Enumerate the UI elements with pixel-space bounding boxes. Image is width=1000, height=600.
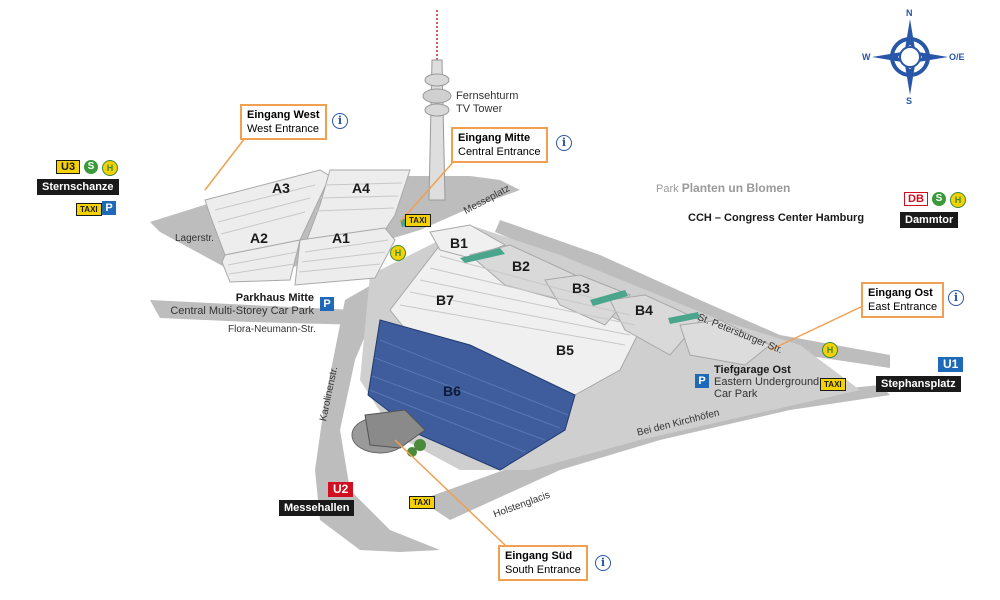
- petersburger-road: [495, 220, 890, 368]
- compass-south-label: S: [906, 96, 913, 106]
- hall-b3-label[interactable]: B3: [572, 280, 590, 296]
- compass-west-label: W: [862, 52, 871, 62]
- park-label: Park Planten un Blomen: [656, 181, 790, 195]
- entrance-sued-en: South Entrance: [505, 564, 581, 576]
- hall-a2-shape: [221, 239, 301, 283]
- hall-b5-label[interactable]: B5: [556, 342, 574, 358]
- cch-label: CCH – Congress Center Hamburg: [688, 212, 865, 224]
- parkhaus-mitte-p-icon[interactable]: P: [320, 297, 334, 311]
- entrance-ost[interactable]: Eingang Ost East Entrance: [861, 282, 945, 318]
- ost-h-badge: H: [822, 342, 838, 358]
- entrance-mitte-info-icon[interactable]: i: [556, 135, 572, 151]
- dammtor-s-badge: S: [932, 192, 946, 206]
- hall-b2-label[interactable]: B2: [512, 258, 530, 274]
- entrance-west[interactable]: Eingang West West Entrance: [240, 104, 327, 140]
- flora-neumann-road: [150, 300, 365, 325]
- entrance-west-en: West Entrance: [247, 123, 319, 135]
- tiefgarage-ost-en-2: Car Park: [714, 388, 758, 400]
- entrance-ost-de: Eingang Ost: [868, 287, 933, 299]
- a-halls-group: [204, 169, 411, 286]
- hall-b6-label[interactable]: B6: [443, 383, 461, 399]
- station-sternschanze[interactable]: Sternschanze: [37, 179, 119, 195]
- parkhaus-mitte-de: Parkhaus Mitte: [235, 292, 314, 304]
- compass-east-label: O/E: [949, 52, 965, 62]
- hall-b7-label[interactable]: B7: [436, 292, 454, 308]
- b6-roof-lines: [369, 339, 569, 453]
- sternschanze-taxi-badge: TAXI: [76, 203, 102, 216]
- hall-b1-label[interactable]: B1: [450, 235, 468, 251]
- street-flora-neumann: Flora-Neumann-Str.: [228, 324, 316, 335]
- entrance-ost-info-icon[interactable]: i: [948, 290, 964, 306]
- station-messehallen[interactable]: Messehallen: [279, 500, 355, 516]
- parkhaus-mitte-en: Central Multi-Storey Car Park: [170, 305, 314, 317]
- b7-roof-lines: [399, 255, 636, 346]
- sternschanze-p-icon[interactable]: P: [102, 201, 116, 215]
- a-halls-roof-lines: [214, 182, 403, 275]
- db-badge: DB: [904, 192, 928, 206]
- east-annex-shape: [679, 319, 771, 366]
- station-stephansplatz[interactable]: Stephansplatz: [876, 376, 961, 392]
- hall-a3-label[interactable]: A3: [272, 180, 290, 196]
- park-prefix: Park: [656, 183, 679, 195]
- parkhaus-mitte-label: Parkhaus Mitte Central Multi-Storey Car …: [170, 292, 314, 318]
- hall-a4-label[interactable]: A4: [352, 180, 370, 196]
- ost-taxi-badge: TAXI: [820, 378, 846, 391]
- south-entrance-building: [351, 409, 426, 457]
- street-lagerstr: Lagerstr.: [175, 233, 214, 244]
- entrance-leader-lines: [204, 137, 866, 546]
- entrance-west-info-icon[interactable]: i: [332, 113, 348, 129]
- u3-badge: U3: [56, 160, 81, 174]
- u2-badge: U2: [328, 482, 354, 497]
- holstenglacis-road: [420, 385, 890, 520]
- entrance-sued-de: Eingang Süd: [505, 550, 573, 562]
- sternschanze-s-badge: S: [84, 160, 98, 174]
- sued-taxi-badge: TAXI: [409, 496, 435, 509]
- tiefgarage-ost-en-1: Eastern Underground: [714, 376, 820, 388]
- tv-tower-label-de: Fernsehturm: [456, 90, 519, 102]
- tv-tower-label: Fernsehturm TV Tower: [456, 90, 518, 116]
- dammtor-h-badge: H: [950, 192, 966, 208]
- entrance-mitte-de: Eingang Mitte: [458, 132, 531, 144]
- entrance-sued-info-icon[interactable]: i: [595, 555, 611, 571]
- tiefgarage-ost-p-icon[interactable]: P: [695, 374, 709, 388]
- mitte-h-badge: H: [390, 245, 406, 261]
- u1-badge: U1: [938, 357, 964, 372]
- station-dammtor[interactable]: Dammtor: [900, 212, 959, 228]
- tv-tower-label-en: TV Tower: [456, 103, 503, 115]
- tiefgarage-ost-de: Tiefgarage Ost: [714, 364, 791, 376]
- tiefgarage-ost-label: Tiefgarage Ost Eastern Underground Car P…: [714, 364, 819, 400]
- entrance-mitte-en: Central Entrance: [458, 146, 541, 158]
- mitte-taxi-badge: TAXI: [405, 214, 431, 227]
- entrance-sued[interactable]: Eingang Süd South Entrance: [498, 545, 588, 581]
- hall-a1-label[interactable]: A1: [332, 230, 350, 246]
- entrance-ost-en: East Entrance: [868, 301, 938, 313]
- park-name: Planten un Blomen: [681, 181, 791, 195]
- tv-tower: [422, 10, 452, 201]
- hall-a2-label[interactable]: A2: [250, 230, 268, 246]
- sternschanze-h-badge: H: [102, 160, 118, 176]
- entrance-west-de: Eingang West: [247, 109, 320, 121]
- compass-rose: [872, 19, 948, 95]
- compass-north-label: N: [906, 8, 913, 18]
- b-halls-white: [389, 215, 771, 396]
- hall-b4-label[interactable]: B4: [635, 302, 653, 318]
- entrance-mitte[interactable]: Eingang Mitte Central Entrance: [451, 127, 548, 163]
